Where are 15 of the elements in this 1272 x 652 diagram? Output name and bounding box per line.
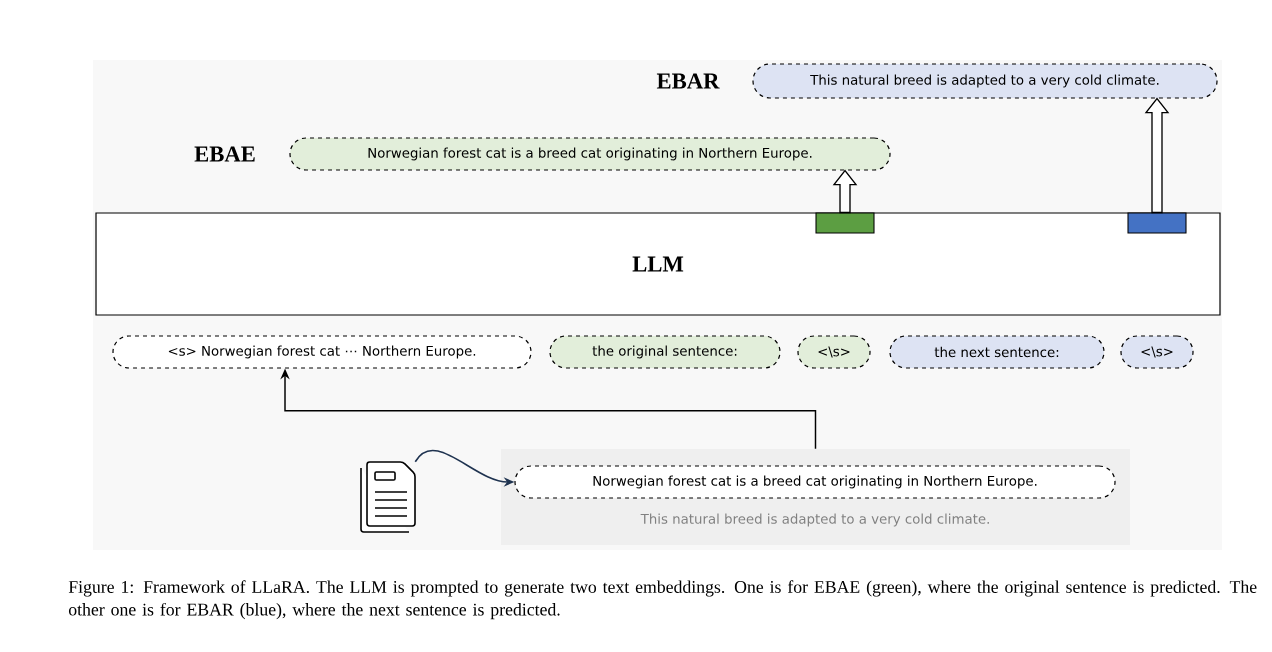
block-arrow bbox=[1144, 97, 1170, 214]
text-bubble: Norwegian forest cat is a breed cat originating in Northern Europe. bbox=[289, 137, 891, 171]
text-bubble: the next sentence: bbox=[889, 335, 1105, 369]
text-bubble: This natural breed is adapted to a very cold climate. bbox=[752, 63, 1218, 99]
embedding-label: EBAR bbox=[656, 73, 720, 89]
text-bubble: the original sentence: bbox=[549, 335, 781, 369]
caption: Figure 1: Framework of LLaRA. The LLM is prompted to generate two text embeddings. One is for EBAE (green), where the original sentence is predicted. The other one is for EBAR (blue), where the next sentence is predicted. bbox=[68, 580, 1257, 620]
block-arrow bbox=[832, 169, 858, 214]
embedding-token bbox=[1127, 212, 1187, 234]
text-bubble: Norwegian forest cat is a breed cat originating in Northern Europe. bbox=[514, 465, 1116, 499]
model-box: LLM bbox=[95, 212, 1221, 316]
embedding-token bbox=[815, 212, 875, 234]
text-bubble: <s> Norwegian forest cat ⋯ Northern Europe. bbox=[112, 335, 532, 369]
document-icon bbox=[360, 461, 416, 533]
embedding-label: EBAE bbox=[194, 146, 255, 162]
